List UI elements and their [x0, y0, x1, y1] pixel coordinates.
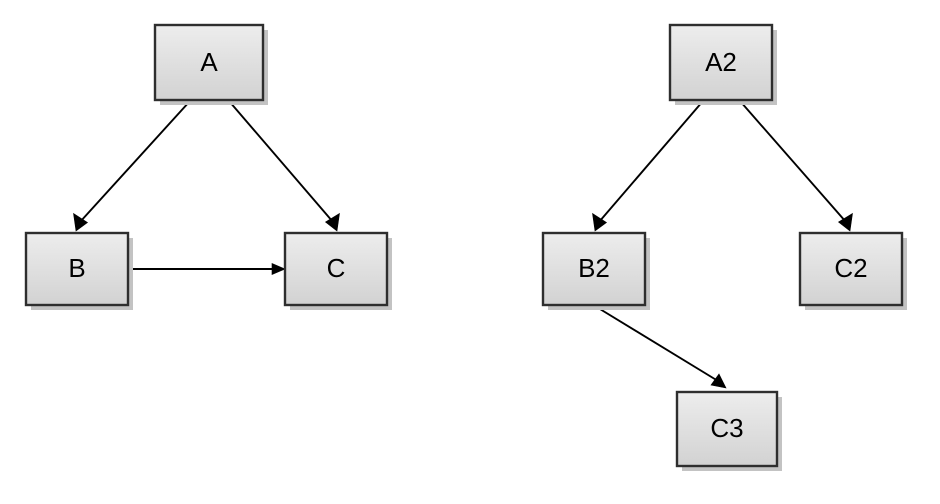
node-b-box: [24, 231, 130, 307]
graph-right: A2 B2 C2 C3: [541, 23, 907, 471]
edge-b-to-c[interactable]: [129, 263, 286, 275]
node-c-box: [283, 231, 389, 307]
edge-a-to-c-arrowhead: [324, 212, 340, 232]
edge-a2-to-b2-arrowhead: [592, 212, 608, 232]
edge-b2-to-c3-arrowhead: [710, 373, 727, 389]
node-a2[interactable]: A2: [668, 23, 777, 105]
node-a2-box: [668, 23, 774, 102]
node-a[interactable]: A: [153, 23, 268, 105]
node-c3-box: [675, 390, 779, 468]
edge-a-to-b[interactable]: [73, 100, 191, 232]
edge-a2-to-b2-line: [598, 100, 704, 223]
edge-a2-to-c2-arrowhead: [837, 212, 853, 232]
edge-a-to-b-line: [79, 100, 191, 223]
node-b[interactable]: B: [24, 231, 133, 310]
edge-a-to-c-line: [228, 100, 334, 223]
edge-a2-to-b2[interactable]: [592, 100, 704, 232]
edge-a-to-b-arrowhead: [73, 212, 89, 232]
edge-b2-to-c3-line: [594, 305, 719, 382]
edge-a-to-c[interactable]: [228, 100, 340, 232]
node-c3[interactable]: C3: [675, 390, 782, 471]
node-c2[interactable]: C2: [798, 231, 907, 310]
node-c[interactable]: C: [283, 231, 392, 310]
node-a-box: [153, 23, 265, 102]
graph-left: A B C: [24, 23, 392, 310]
edge-a2-to-c2-line: [739, 100, 847, 223]
node-b2-box: [541, 231, 647, 307]
node-b2[interactable]: B2: [541, 231, 650, 310]
edge-b-to-c-arrowhead: [271, 263, 286, 275]
edge-a2-to-c2[interactable]: [739, 100, 853, 232]
edge-b2-to-c3[interactable]: [594, 305, 727, 389]
node-c2-box: [798, 231, 904, 307]
